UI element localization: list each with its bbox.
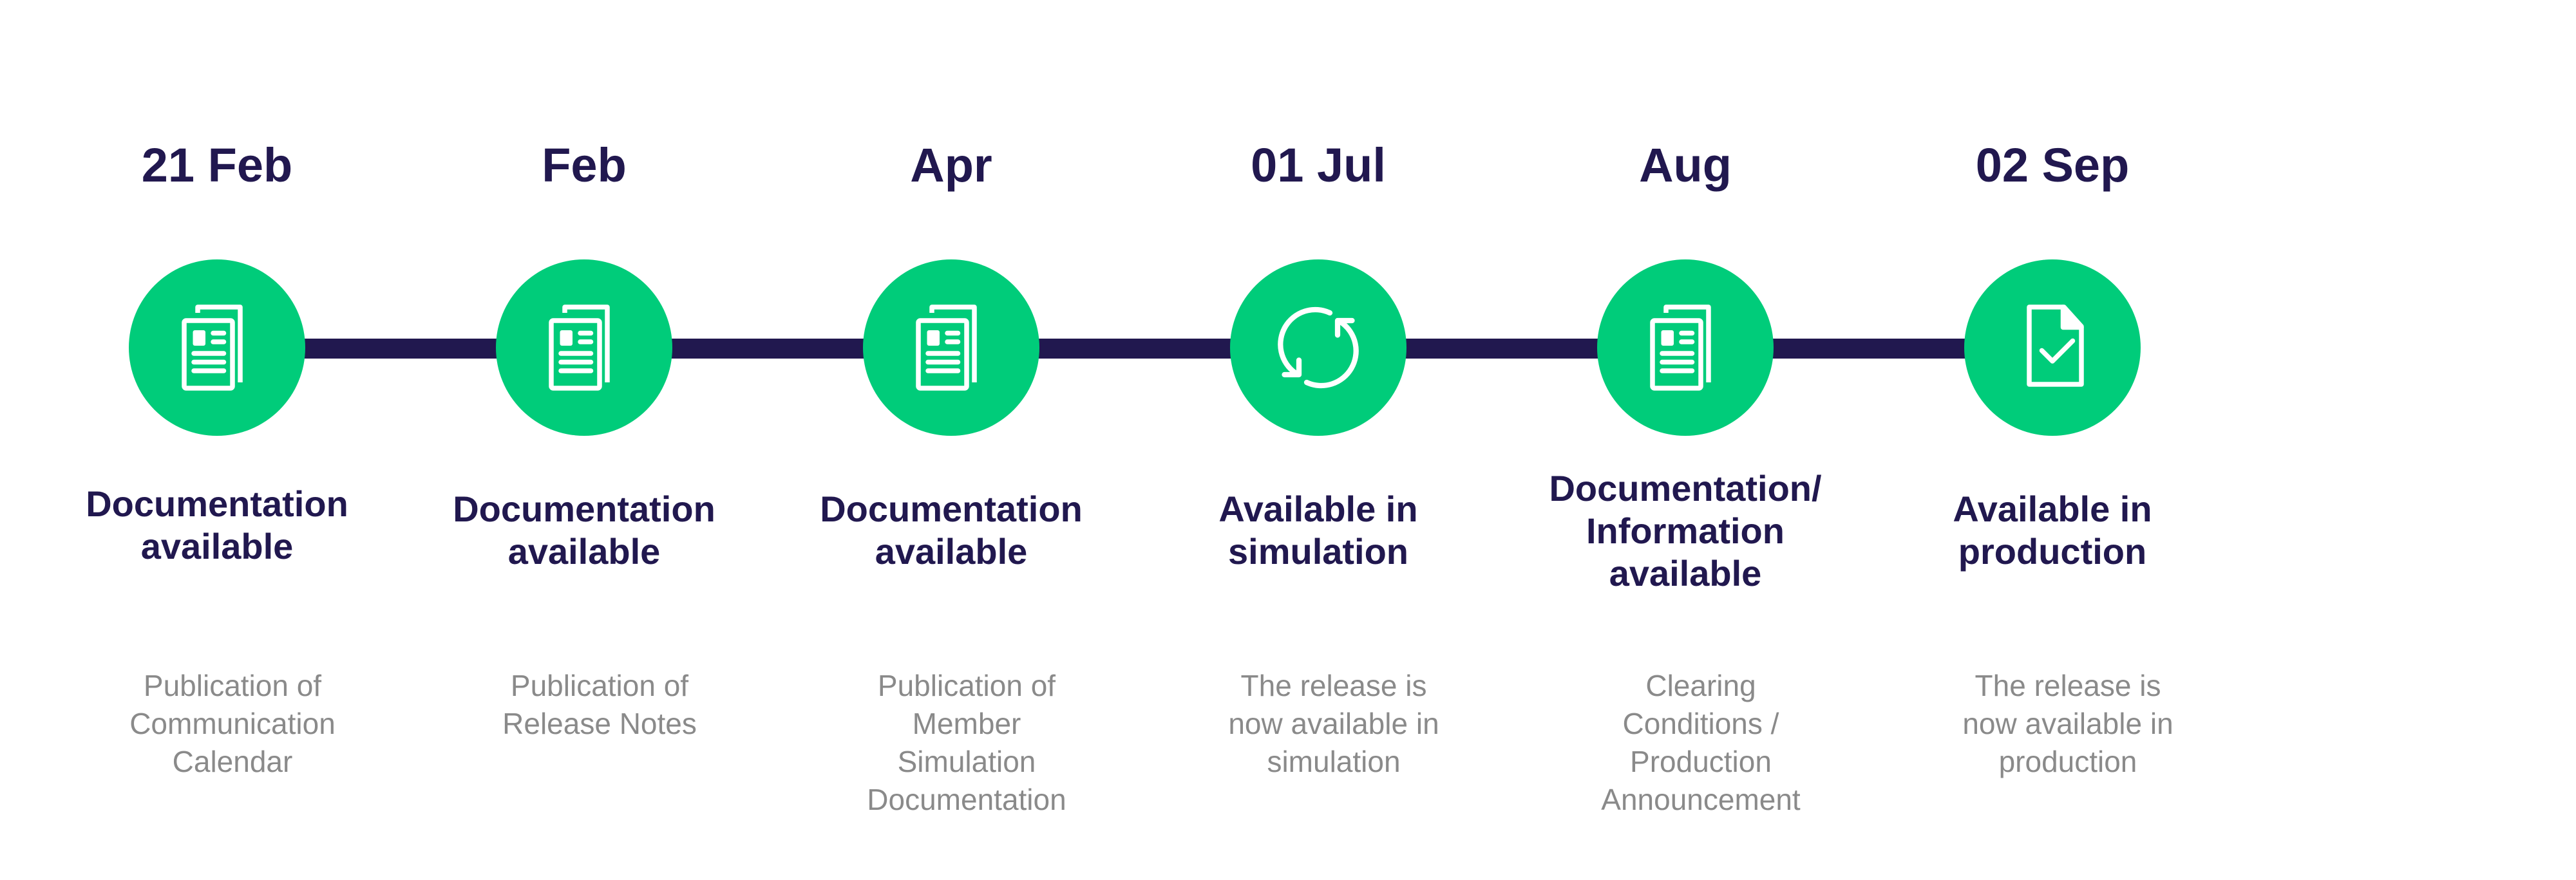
- timeline-step: Apr Documentation available Publication …: [768, 0, 1135, 880]
- step-label: Available in production: [1953, 489, 2152, 572]
- step-description: The release is now available in simulati…: [1228, 669, 1439, 778]
- documents-icon: [549, 304, 610, 391]
- step-date: 21 Feb: [141, 138, 293, 192]
- step-description: Publication of Communication Calendar: [129, 669, 336, 778]
- step-node: [496, 259, 672, 436]
- step-description: Clearing Conditions / Production Announc…: [1601, 669, 1801, 816]
- step-node: [1230, 259, 1406, 436]
- step-node: [863, 259, 1039, 436]
- step-label: Documentation available: [86, 483, 348, 566]
- timeline-step: 21 Feb Documentation available Publicati…: [33, 0, 401, 880]
- step-date: 01 Jul: [1251, 138, 1386, 192]
- step-label: Documentation/ Information available: [1549, 468, 1822, 594]
- step-description: The release is now available in producti…: [1962, 669, 2174, 778]
- timeline-step: Aug Documentation/ Information available…: [1502, 0, 1869, 880]
- step-label: Available in simulation: [1218, 489, 1418, 572]
- timeline-step: 01 Jul Available in simulation The relea…: [1135, 0, 1502, 880]
- step-description: Publication of Release Notes: [502, 669, 697, 740]
- file-check-icon: [2027, 304, 2084, 387]
- step-date: Apr: [910, 138, 992, 192]
- step-date: Feb: [542, 138, 627, 192]
- step-label: Documentation available: [820, 489, 1083, 572]
- step-node: [1964, 259, 2141, 436]
- step-description: Publication of Member Simulation Documen…: [867, 669, 1066, 816]
- timeline-step: 02 Sep Available in production The relea…: [1869, 0, 2236, 880]
- sync-icon: [1278, 306, 1359, 389]
- documents-icon: [1650, 304, 1711, 391]
- step-date: 02 Sep: [1975, 138, 2130, 192]
- documents-icon: [916, 304, 977, 391]
- step-node: [1597, 259, 1774, 436]
- step-date: Aug: [1639, 138, 1732, 192]
- documents-icon: [182, 304, 243, 391]
- timeline-step: Feb Documentation available Publication …: [401, 0, 768, 880]
- step-label: Documentation available: [453, 489, 715, 572]
- step-node: [129, 259, 305, 436]
